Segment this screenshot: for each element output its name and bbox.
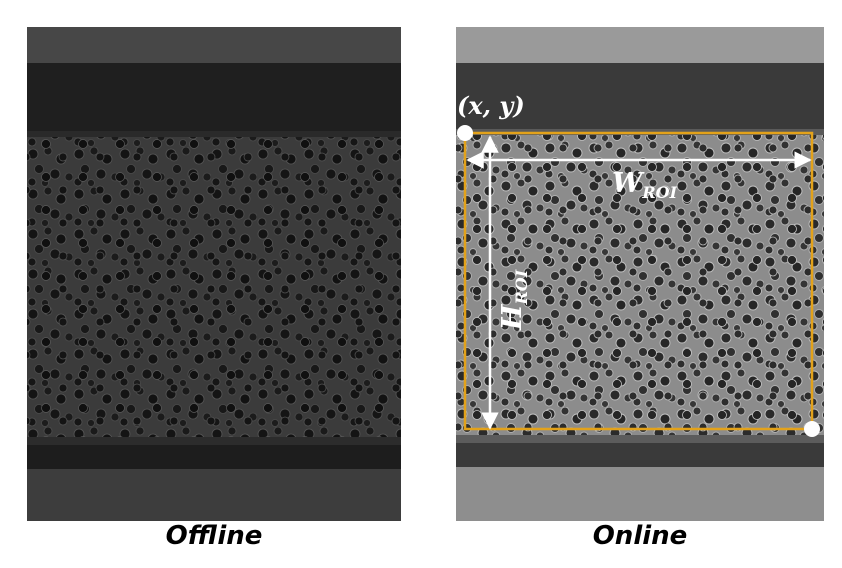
width-label: WROI bbox=[612, 168, 678, 202]
online-caption: Online bbox=[592, 521, 688, 551]
offline-caption: Offline bbox=[165, 521, 263, 551]
offline-image bbox=[27, 27, 401, 521]
point-label: (x, y) bbox=[457, 91, 525, 120]
top-left-corner-marker bbox=[457, 125, 473, 141]
online-image bbox=[456, 27, 824, 521]
height-label: HROI bbox=[497, 269, 531, 331]
bottom-right-corner-marker bbox=[804, 421, 820, 437]
roi-box bbox=[463, 131, 814, 431]
